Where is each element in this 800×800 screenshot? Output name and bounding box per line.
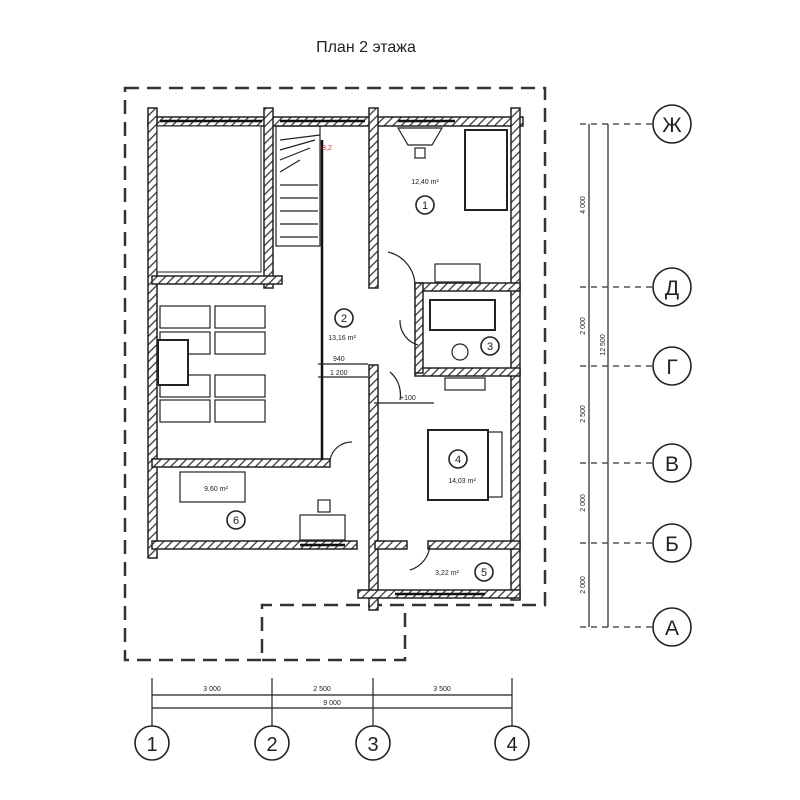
furniture: [156, 125, 508, 571]
svg-text:2 000: 2 000: [580, 317, 587, 335]
plan-title: План 2 этажа: [316, 39, 416, 56]
annotations: 940 1 200 +100: [318, 356, 434, 404]
svg-text:4 000: 4 000: [580, 196, 587, 214]
svg-text:Г: Г: [666, 356, 677, 379]
row-axes: Ж Д Г В Б А: [652, 104, 692, 647]
svg-text:5: 5: [481, 567, 487, 579]
svg-text:А: А: [665, 617, 679, 640]
level-mark: +100: [400, 395, 416, 402]
svg-text:3 000: 3 000: [203, 686, 221, 693]
horizontal-dimensions: 3 000 2 500 3 500 9 000: [151, 678, 513, 728]
svg-text:9 000: 9 000: [323, 700, 341, 707]
svg-text:Ж: Ж: [662, 114, 682, 137]
seating-group: [157, 305, 266, 423]
svg-text:3: 3: [367, 734, 378, 756]
svg-text:2: 2: [341, 313, 347, 325]
svg-text:В: В: [665, 453, 679, 476]
svg-text:12,40 m²: 12,40 m²: [411, 179, 439, 186]
roof-outline: [123, 86, 547, 662]
dim-940: 940: [333, 356, 345, 363]
room-3: 3: [480, 336, 500, 356]
svg-text:2: 2: [266, 734, 277, 756]
axis-b: Б: [652, 523, 692, 563]
axis-a: А: [652, 607, 692, 647]
svg-text:14,03 m²: 14,03 m²: [448, 478, 476, 485]
svg-text:9,60 m²: 9,60 m²: [204, 486, 228, 493]
svg-text:2 000: 2 000: [580, 576, 587, 594]
axis-g: Г: [652, 346, 692, 386]
axis-v: В: [652, 443, 692, 483]
axis-3: 3: [355, 725, 391, 761]
room-2: 2 13,16 m²: [328, 308, 356, 342]
svg-text:4: 4: [455, 454, 461, 466]
dim-1200: 1 200: [330, 370, 348, 377]
vertical-dimensions: 4 000 2 000 2 500 2 000 2 000 12 500: [580, 123, 652, 628]
room-labels: 1 12,40 m² 2 13,16 m² 3 4 14,03 m² 5 3,2…: [204, 179, 500, 582]
axis-zh: Ж: [652, 104, 692, 144]
staircase: +3,2: [275, 125, 332, 460]
svg-text:3: 3: [487, 341, 493, 353]
svg-text:2 500: 2 500: [580, 405, 587, 423]
column-axes: 1 2 3 4: [134, 725, 530, 761]
axis-1: 1: [134, 725, 170, 761]
svg-text:3,22 m²: 3,22 m²: [435, 570, 459, 577]
room-5: 5 3,22 m²: [435, 562, 494, 582]
svg-text:2 000: 2 000: [580, 494, 587, 512]
windows: [160, 119, 485, 596]
svg-text:Д: Д: [665, 277, 679, 300]
svg-text:4: 4: [506, 734, 517, 756]
svg-text:12 500: 12 500: [600, 334, 607, 356]
svg-text:1: 1: [422, 200, 428, 212]
room-1: 1 12,40 m²: [411, 179, 439, 215]
svg-text:6: 6: [233, 515, 239, 527]
axis-4: 4: [494, 725, 530, 761]
svg-text:Б: Б: [665, 533, 679, 556]
room-4: 4 14,03 m²: [448, 449, 476, 485]
svg-text:2 500: 2 500: [313, 686, 331, 693]
axis-d: Д: [652, 267, 692, 307]
room-6: 6 9,60 m²: [204, 486, 246, 530]
svg-text:13,16 m²: 13,16 m²: [328, 335, 356, 342]
svg-text:3 500: 3 500: [433, 686, 451, 693]
stair-level-mark: +3,2: [318, 145, 332, 152]
svg-text:1: 1: [146, 734, 157, 756]
axis-2: 2: [254, 725, 290, 761]
